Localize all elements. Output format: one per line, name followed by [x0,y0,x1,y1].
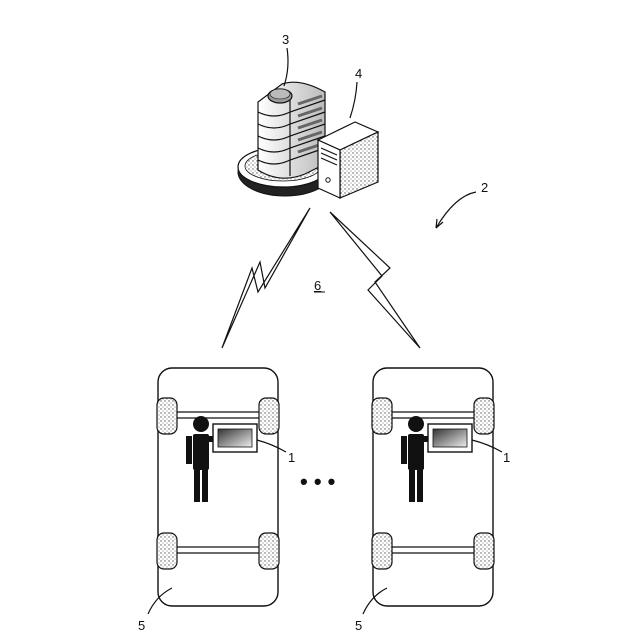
wheel-rear-left [372,533,392,569]
label-server-computer: 4 [355,66,362,81]
leader-line-3 [284,48,288,86]
vehicles-ellipsis: • • • [300,469,335,494]
vehicle-right: 1 5 [355,368,510,633]
wheel-front-right [259,398,279,434]
in-vehicle-device [428,424,472,452]
label-system: 2 [481,180,488,195]
wireless-network: 6 [222,208,420,348]
label-vehicle-left: 5 [138,618,145,633]
in-vehicle-device [213,424,257,452]
wheel-front-left [372,398,392,434]
wheel-rear-right [259,533,279,569]
wheel-front-left [157,398,177,434]
wheel-front-right [474,398,494,434]
label-device-right: 1 [503,450,510,465]
lightning-bolt-right [330,212,420,348]
label-server-building: 3 [282,32,289,47]
system-reference: 2 [436,180,488,228]
label-device-left: 1 [288,450,295,465]
label-network: 6 [314,278,321,293]
server-computer [318,122,378,198]
vehicle-left: 1 5 [138,368,295,633]
wheel-rear-right [474,533,494,569]
data-center-building [258,82,325,178]
wheel-rear-left [157,533,177,569]
lightning-bolt-left [222,208,310,348]
leader-line-4 [350,82,357,118]
server-group: 3 4 [238,32,378,198]
label-vehicle-right: 5 [355,618,362,633]
